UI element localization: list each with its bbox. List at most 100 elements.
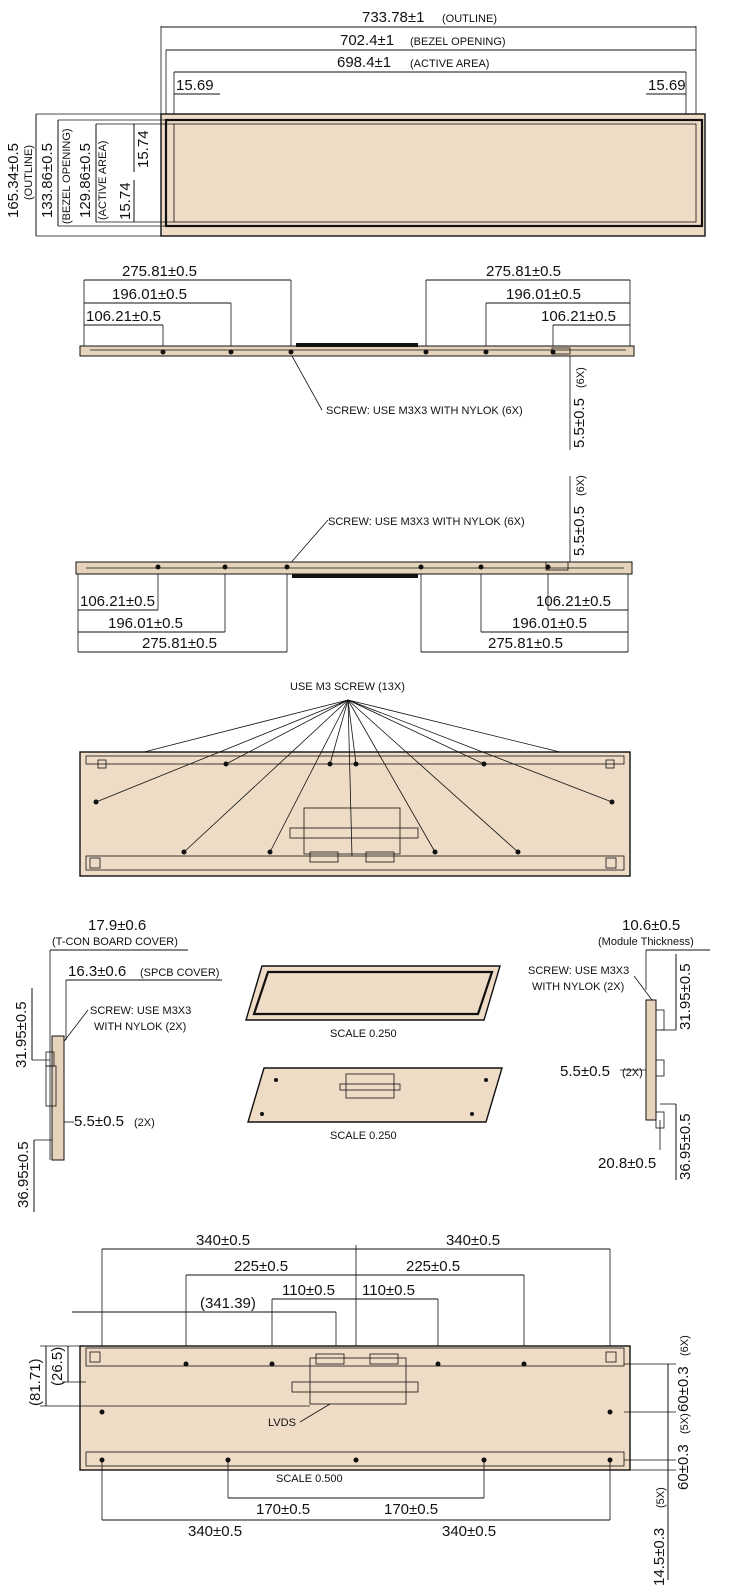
height-lower: 36.95±0.5: [15, 1141, 32, 1208]
width-bottom: 20.8±0.5: [598, 1155, 656, 1172]
side-view-left: 17.9±0.6 (T-CON BOARD COVER) 16.3±0.6 (S…: [13, 917, 222, 1212]
right-lower-count: (5X): [655, 1487, 667, 1508]
screw-note-1: SCREW: USE M3X3: [90, 1005, 191, 1017]
lvds-label: LVDS: [268, 1417, 296, 1429]
right-inner-dim: 106.21±0.5: [541, 308, 616, 325]
rear-view: USE M3 SCREW (13X): [79, 681, 631, 877]
rear-screws: [93, 761, 615, 855]
outline-height-note: (OUTLINE): [23, 145, 35, 200]
top-right-mid: 225±0.5: [406, 1258, 460, 1275]
spcb-cover-note: (SPCB COVER): [140, 967, 219, 979]
active-height-label: 129.86±0.5: [77, 143, 94, 218]
panel-outline: [160, 113, 706, 237]
top-view: 733.78±1 (OUTLINE) 702.4±1 (BEZEL OPENIN…: [5, 9, 706, 237]
left-inner-dim: 106.21±0.5: [86, 308, 161, 325]
iso-views: SCALE 0.250 SCALE 0.250: [245, 965, 503, 1142]
edge-screws-top: [160, 349, 556, 355]
bottom-left-outer: 340±0.5: [188, 1523, 242, 1540]
screw-depth-count: (2X): [134, 1117, 155, 1129]
right-mid-count: (5X): [679, 1413, 691, 1434]
height-lower: 36.95±0.5: [677, 1113, 694, 1180]
right-lower: 14.5±0.3: [651, 1528, 668, 1586]
screw-depth: 5.5±0.5: [560, 1063, 610, 1080]
right-outer-dim: 275.81±0.5: [488, 635, 563, 652]
active-area: [173, 123, 697, 223]
screw-depth: 5.5±0.5: [571, 506, 588, 556]
iso-back: [247, 1067, 503, 1123]
thickness-dim: 10.6±0.5: [622, 917, 680, 934]
scale-front: SCALE 0.250: [330, 1028, 397, 1040]
edge-view-top: 275.81±0.5 196.01±0.5 106.21±0.5 275.81±…: [79, 263, 635, 450]
connector-board: [309, 1357, 407, 1405]
bottom-right-inner: 170±0.5: [384, 1501, 438, 1518]
screw-note-1: SCREW: USE M3X3: [528, 965, 629, 977]
left-inner-dim: 106.21±0.5: [80, 593, 155, 610]
right-upper-count: (6X): [679, 1335, 691, 1356]
bottom-right-outer: 340±0.5: [442, 1523, 496, 1540]
thickness-note: (Module Thickness): [598, 936, 694, 948]
bezel-width-note: (BEZEL OPENING): [410, 36, 506, 48]
height-upper: 31.95±0.5: [13, 1001, 30, 1068]
rear-panel: [79, 751, 631, 877]
active-width-note: (ACTIVE AREA): [410, 58, 489, 70]
height-upper: 31.95±0.5: [677, 963, 694, 1030]
screw-note: USE M3 SCREW (13X): [290, 681, 405, 693]
tcon-cover-note: (T-CON BOARD COVER): [52, 936, 178, 948]
screw-note: SCREW: USE M3X3 WITH NYLOK (6X): [328, 516, 525, 528]
screw-depth-count: (6X): [575, 475, 587, 496]
iso-front: [245, 965, 501, 1021]
outline-width-note: (OUTLINE): [442, 13, 497, 25]
left-mid-dim: 196.01±0.5: [112, 286, 187, 303]
edge-view-bottom: 5.5±0.5 (6X) SCREW: USE M3X3 WITH NYLOK …: [75, 475, 633, 653]
scale-back: SCALE 0.250: [330, 1130, 397, 1142]
right-mid-dim: 196.01±0.5: [512, 615, 587, 632]
side-profile-left: [51, 1035, 65, 1161]
right-outer-dim: 275.81±0.5: [486, 263, 561, 280]
left-mid-dim: 196.01±0.5: [108, 615, 183, 632]
margin-left-label: 15.69: [176, 77, 214, 94]
screw-note: SCREW: USE M3X3 WITH NYLOK (6X): [326, 405, 523, 417]
top-left-mid: 225±0.5: [234, 1258, 288, 1275]
left-outer-dim: 275.81±0.5: [142, 635, 217, 652]
top-left-inner: 110±0.5: [282, 1282, 335, 1299]
screw-depth: 5.5±0.5: [571, 398, 588, 448]
bezel-height-note: (BEZEL OPENING): [61, 128, 73, 224]
margin-top-label: 15.74: [135, 130, 152, 168]
bottom-left-inner: 170±0.5: [256, 1501, 310, 1518]
screw-note-2: WITH NYLOK (2X): [532, 981, 624, 993]
bezel-width-label: 702.4±1: [340, 32, 394, 49]
outline-width-label: 733.78±1: [362, 9, 424, 26]
margin-right-label: 15.69: [648, 77, 686, 94]
bottom-panel: [79, 1345, 631, 1471]
top-right-outer: 340±0.5: [446, 1232, 500, 1249]
left-height-outer: (81.71): [27, 1358, 44, 1406]
outline-height-label: 165.34±0.5: [5, 143, 22, 218]
right-inner-dim: 106.21±0.5: [536, 593, 611, 610]
edge-screws-bottom: [155, 564, 551, 570]
left-height-inner: (26.5): [49, 1347, 66, 1386]
right-mid-dim: 196.01±0.5: [506, 286, 581, 303]
spcb-cover-dim: 16.3±0.6: [68, 963, 126, 980]
screw-depth-count: (6X): [575, 367, 587, 388]
scale-label: SCALE 0.500: [276, 1473, 343, 1485]
connector-offset: (341.39): [200, 1295, 256, 1312]
right-upper: 60±0.3: [675, 1366, 692, 1412]
right-mid: 60±0.3: [675, 1444, 692, 1490]
screw-depth: 5.5±0.5: [74, 1113, 124, 1130]
bottom-view: 340±0.5 340±0.5 225±0.5 225±0.5 110±0.5 …: [27, 1232, 692, 1586]
margin-bottom-label: 15.74: [117, 182, 134, 220]
tcon-cover-dim: 17.9±0.6: [88, 917, 146, 934]
left-outer-dim: 275.81±0.5: [122, 263, 197, 280]
active-width-label: 698.4±1: [337, 54, 391, 71]
top-right-inner: 110±0.5: [362, 1282, 415, 1299]
side-profile-right: [645, 999, 657, 1121]
bezel-opening: [164, 118, 704, 228]
screw-note-2: WITH NYLOK (2X): [94, 1021, 186, 1033]
screw-depth-count: (2X): [622, 1067, 643, 1079]
top-left-outer: 340±0.5: [196, 1232, 250, 1249]
side-view-right: 10.6±0.5 (Module Thickness) SCREW: USE M…: [528, 917, 710, 1180]
active-height-note: (ACTIVE AREA): [97, 141, 109, 220]
screw-leader-fan: [95, 699, 613, 857]
bezel-height-label: 133.86±0.5: [39, 143, 56, 218]
